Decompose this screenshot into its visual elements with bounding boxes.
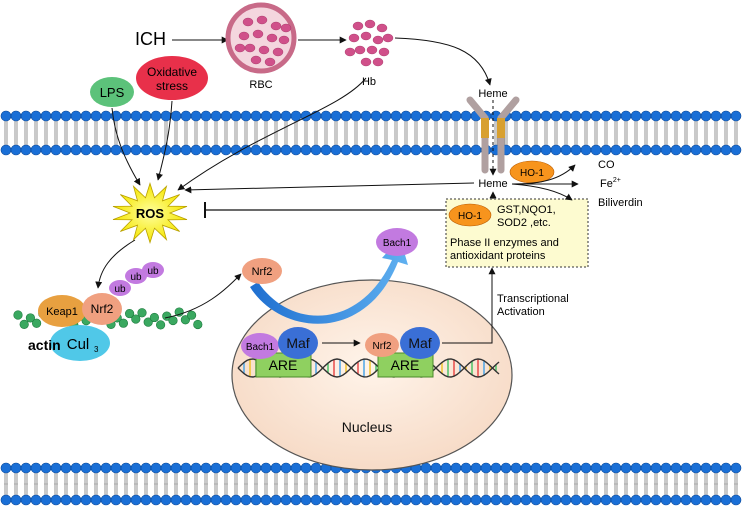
ho1-right: HO-1 <box>509 160 555 184</box>
arrow-ros-keap1 <box>95 239 136 289</box>
arrow-hb-ros <box>177 77 367 191</box>
hb-label: Hb <box>362 76 376 88</box>
svg-text:Nrf2: Nrf2 <box>252 266 273 278</box>
maf-1: Maf <box>278 327 318 359</box>
arrow-transcriptional-activation <box>442 267 496 344</box>
keap1-complex: Cul 3 Keap1 Nrf2 ub ub ub <box>38 262 164 361</box>
arrow-heme-biliverdin <box>511 183 573 201</box>
arrow-oxidative-ros <box>156 100 173 181</box>
cell-membrane-top <box>0 110 742 156</box>
arrow-lps-ros <box>111 107 141 186</box>
svg-text:ub: ub <box>130 272 142 283</box>
svg-text:Nrf2: Nrf2 <box>91 302 114 316</box>
svg-text:3: 3 <box>94 345 99 354</box>
nucleus-label: Nucleus <box>342 419 393 435</box>
heme-receptor <box>466 96 520 174</box>
svg-text:ub: ub <box>147 266 159 277</box>
svg-text:HO-1: HO-1 <box>458 211 482 222</box>
svg-text:LPS: LPS <box>100 85 125 100</box>
svg-text:Nrf2: Nrf2 <box>373 341 392 352</box>
svg-text:antioxidant proteins: antioxidant proteins <box>450 250 546 262</box>
bach1-free: Bach1 <box>376 228 418 256</box>
are-label-2: ARE <box>391 357 420 373</box>
rbc-cell <box>225 2 297 74</box>
svg-text:GST,NQO1,: GST,NQO1, <box>497 204 556 216</box>
svg-text:Keap1: Keap1 <box>46 306 78 318</box>
cell-membrane-bottom <box>0 462 742 506</box>
co-label: CO <box>598 159 615 171</box>
svg-text:Activation: Activation <box>497 306 545 318</box>
rbc-label: RBC <box>249 79 272 91</box>
bach1-on-dna: Bach1 <box>241 333 279 359</box>
are-label-1: ARE <box>269 357 298 373</box>
biliverdin-label: Biliverdin <box>598 197 643 209</box>
heme-mid-label: Heme <box>478 178 507 190</box>
arrow-nrf2-release <box>164 273 242 319</box>
hb-cluster <box>344 19 394 67</box>
arrow-heme-ros <box>184 182 475 194</box>
nrf2-on-dna: Nrf2 <box>365 333 399 357</box>
ros-star: ROS <box>112 182 188 244</box>
svg-text:Maf: Maf <box>408 335 431 351</box>
svg-text:SOD2 ,etc.: SOD2 ,etc. <box>497 217 551 229</box>
svg-text:Bach1: Bach1 <box>383 238 412 249</box>
maf-2: Maf <box>400 327 440 359</box>
svg-text:ub: ub <box>114 284 126 295</box>
actin-label: actin <box>28 337 61 353</box>
svg-text:Maf: Maf <box>286 335 309 351</box>
svg-text:Bach1: Bach1 <box>246 342 275 353</box>
phase-ii-box: HO-1 GST,NQO1, SOD2 ,etc. Phase II enzym… <box>445 198 589 268</box>
svg-text:stress: stress <box>156 79 188 93</box>
export-arrow <box>250 238 408 324</box>
arrow-hb-heme <box>394 37 492 86</box>
svg-text:Oxidative: Oxidative <box>147 65 197 79</box>
fe-label: Fe2+ <box>600 177 621 190</box>
svg-text:HO-1: HO-1 <box>520 168 544 179</box>
heme-top-label: Heme <box>478 88 507 100</box>
svg-text:ROS: ROS <box>136 206 165 221</box>
svg-text:Phase II enzymes and: Phase II enzymes and <box>450 237 559 249</box>
nrf2-free: Nrf2 <box>242 258 282 284</box>
lps-oval: LPS <box>90 77 134 107</box>
oxidative-stress-oval: Oxidative stress <box>136 56 208 100</box>
ich-label: ICH <box>135 29 166 49</box>
svg-text:Transcriptional: Transcriptional <box>497 293 569 305</box>
svg-text:Cul: Cul <box>67 336 90 353</box>
